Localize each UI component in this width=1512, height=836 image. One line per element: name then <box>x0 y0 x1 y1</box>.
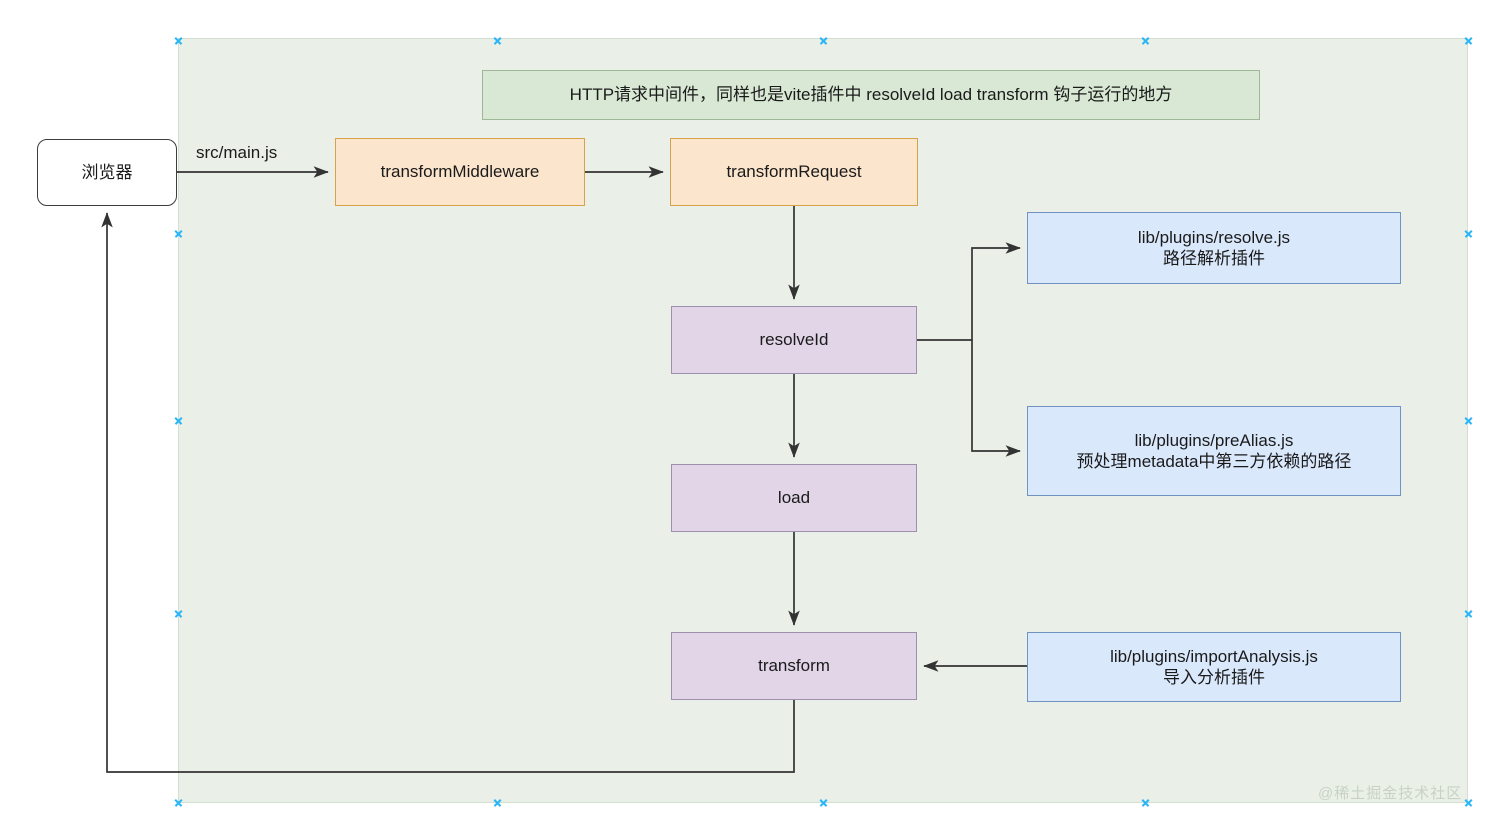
node-browser[interactable]: 浏览器 <box>37 139 177 206</box>
resize-handle[interactable] <box>174 609 183 618</box>
watermark-text: @稀土掘金技术社区 <box>1318 785 1463 802</box>
resize-handle[interactable] <box>493 36 502 45</box>
resize-handle[interactable] <box>1464 609 1473 618</box>
resize-handle[interactable] <box>1464 416 1473 425</box>
note-http-middleware[interactable]: HTTP请求中间件，同样也是vite插件中 resolveId load tra… <box>482 70 1260 120</box>
resize-handle[interactable] <box>493 798 502 807</box>
node-transform-request[interactable]: transformRequest <box>670 138 918 206</box>
resize-handle[interactable] <box>1464 36 1473 45</box>
node-load[interactable]: load <box>671 464 917 532</box>
resize-handle[interactable] <box>819 36 828 45</box>
node-resolve-id[interactable]: resolveId <box>671 306 917 374</box>
resize-handle[interactable] <box>1464 798 1473 807</box>
edge-label-src-main: src/main.js <box>196 143 278 162</box>
resize-handle[interactable] <box>819 798 828 807</box>
resize-handle[interactable] <box>174 229 183 238</box>
resize-handle[interactable] <box>1464 229 1473 238</box>
node-import-analysis-plugin[interactable]: lib/plugins/importAnalysis.js 导入分析插件 <box>1027 632 1401 702</box>
node-prealias-plugin[interactable]: lib/plugins/preAlias.js 预处理metadata中第三方依… <box>1027 406 1401 496</box>
node-resolve-plugin[interactable]: lib/plugins/resolve.js 路径解析插件 <box>1027 212 1401 284</box>
resize-handle[interactable] <box>1141 36 1150 45</box>
node-transform-middleware[interactable]: transformMiddleware <box>335 138 585 206</box>
resize-handle[interactable] <box>174 798 183 807</box>
resize-handle[interactable] <box>174 36 183 45</box>
resize-handle[interactable] <box>1141 798 1150 807</box>
resize-handle[interactable] <box>174 416 183 425</box>
node-transform[interactable]: transform <box>671 632 917 700</box>
